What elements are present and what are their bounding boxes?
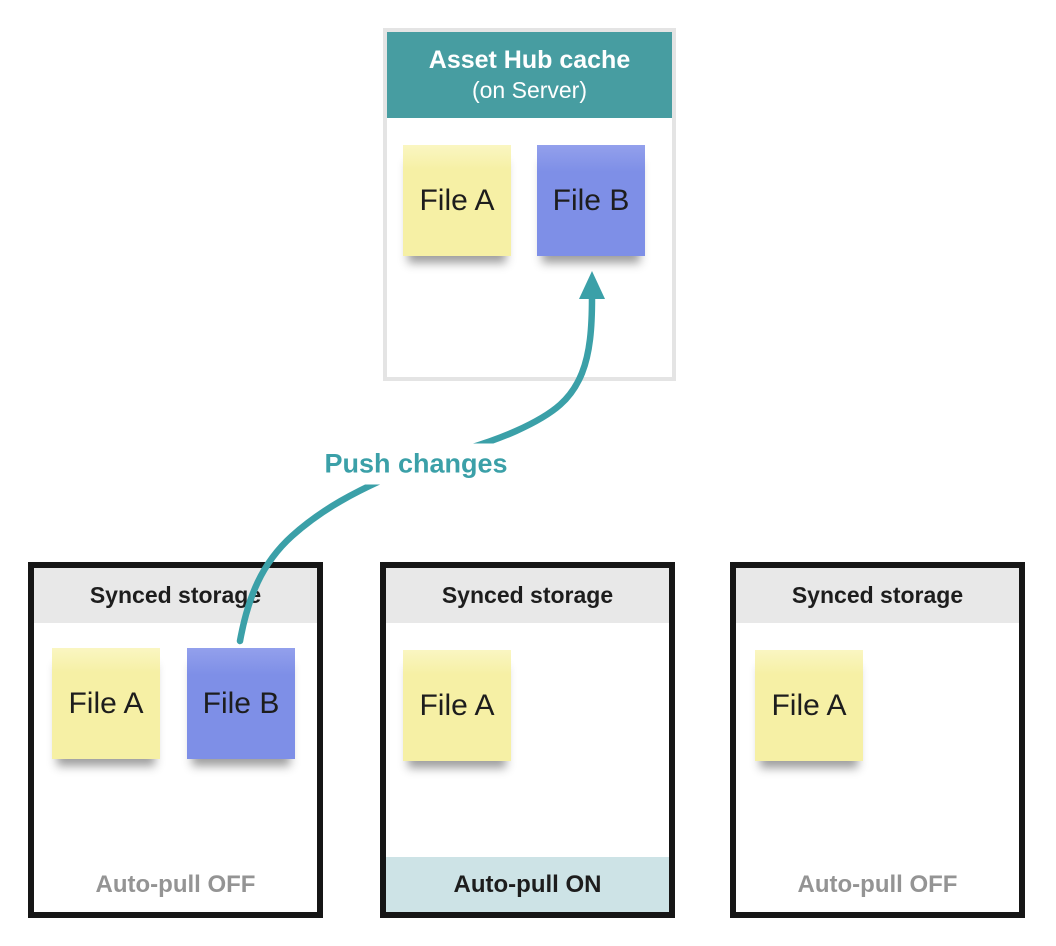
auto-pull-status: Auto-pull OFF xyxy=(95,870,256,898)
synced-storage-box-left: Synced storage File A File B Auto-pull O… xyxy=(28,562,323,918)
synced-storage-title: Synced storage xyxy=(34,568,317,623)
sticky-note-file-a: File A xyxy=(755,650,863,761)
synced-storage-title: Synced storage xyxy=(736,568,1019,623)
push-changes-label: Push changes xyxy=(314,443,518,485)
sticky-note-file-a: File A xyxy=(403,650,511,761)
synced-storage-box-right: Synced storage File A Auto-pull OFF xyxy=(730,562,1025,918)
asset-hub-cache-header: Asset Hub cache (on Server) xyxy=(387,32,672,118)
auto-pull-status: Auto-pull ON xyxy=(386,857,669,912)
sticky-note-file-b: File B xyxy=(537,145,645,256)
asset-hub-cache-title: Asset Hub cache xyxy=(428,45,631,74)
auto-pull-status: Auto-pull OFF xyxy=(797,870,958,898)
sticky-note-file-a: File A xyxy=(52,648,160,759)
sticky-note-file-b: File B xyxy=(187,648,295,759)
synced-storage-box-middle: Synced storage File A Auto-pull ON xyxy=(380,562,675,918)
sticky-note-file-a: File A xyxy=(403,145,511,256)
asset-hub-cache-box: Asset Hub cache (on Server) File A File … xyxy=(383,28,676,381)
synced-storage-title: Synced storage xyxy=(386,568,669,623)
asset-hub-cache-subtitle: (on Server) xyxy=(471,77,588,104)
